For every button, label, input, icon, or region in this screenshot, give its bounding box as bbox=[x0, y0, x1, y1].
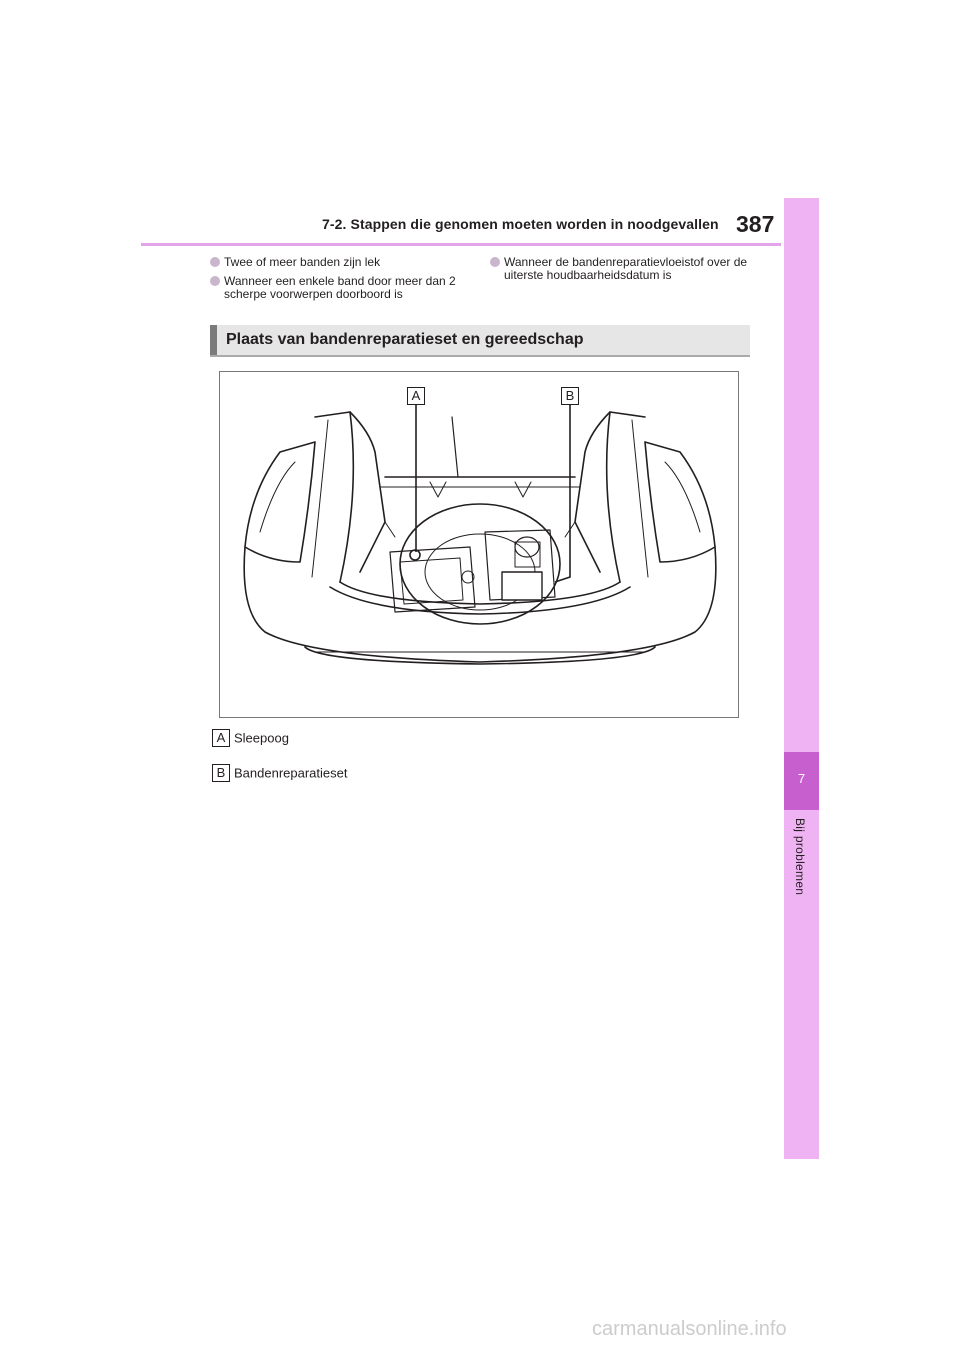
section-heading: Plaats van bandenreparatieset en gereeds… bbox=[210, 325, 750, 357]
legend-label-a: Sleepoog bbox=[234, 730, 289, 746]
bullet-item: Wanneer de bandenreparatievloeistof over… bbox=[490, 256, 750, 282]
callout-b: B bbox=[561, 387, 579, 405]
bullet-list-left: Twee of meer banden zijn lek Wanneer een… bbox=[210, 256, 470, 307]
page-number: 387 bbox=[736, 211, 775, 237]
footer-watermark[interactable]: carmanualsonline.info bbox=[592, 1318, 787, 1340]
bullet-text: Wanneer een enkele band door meer dan 2 … bbox=[224, 274, 456, 301]
chapter-number: 7 bbox=[797, 771, 806, 786]
legend-key-b: B bbox=[212, 764, 230, 782]
legend-key-a: A bbox=[212, 729, 230, 747]
chapter-side-tab bbox=[784, 198, 819, 1159]
section-title: 7-2. Stappen die genomen moeten worden i… bbox=[322, 216, 719, 232]
car-trunk-drawing bbox=[243, 404, 717, 665]
chapter-label: Bij problemen bbox=[793, 818, 807, 896]
header-divider bbox=[141, 243, 781, 246]
bullet-item: Twee of meer banden zijn lek bbox=[210, 256, 470, 269]
trunk-illustration: A B bbox=[219, 371, 739, 718]
bullet-dot-icon bbox=[210, 276, 220, 286]
bullet-text: Twee of meer banden zijn lek bbox=[224, 255, 381, 269]
heading-accent-bar bbox=[210, 325, 217, 355]
bullet-dot-icon bbox=[210, 257, 220, 267]
bullet-list-right: Wanneer de bandenreparatievloeistof over… bbox=[490, 256, 750, 288]
section-heading-text: Plaats van bandenreparatieset en gereeds… bbox=[226, 331, 584, 348]
chapter-tab-active[interactable] bbox=[784, 752, 819, 810]
bullet-text: Wanneer de bandenreparatievloeistof over… bbox=[504, 255, 748, 282]
legend-label-b: Bandenreparatieset bbox=[234, 765, 348, 781]
bullet-dot-icon bbox=[490, 257, 500, 267]
callout-a: A bbox=[407, 387, 425, 405]
bullet-item: Wanneer een enkele band door meer dan 2 … bbox=[210, 275, 470, 301]
